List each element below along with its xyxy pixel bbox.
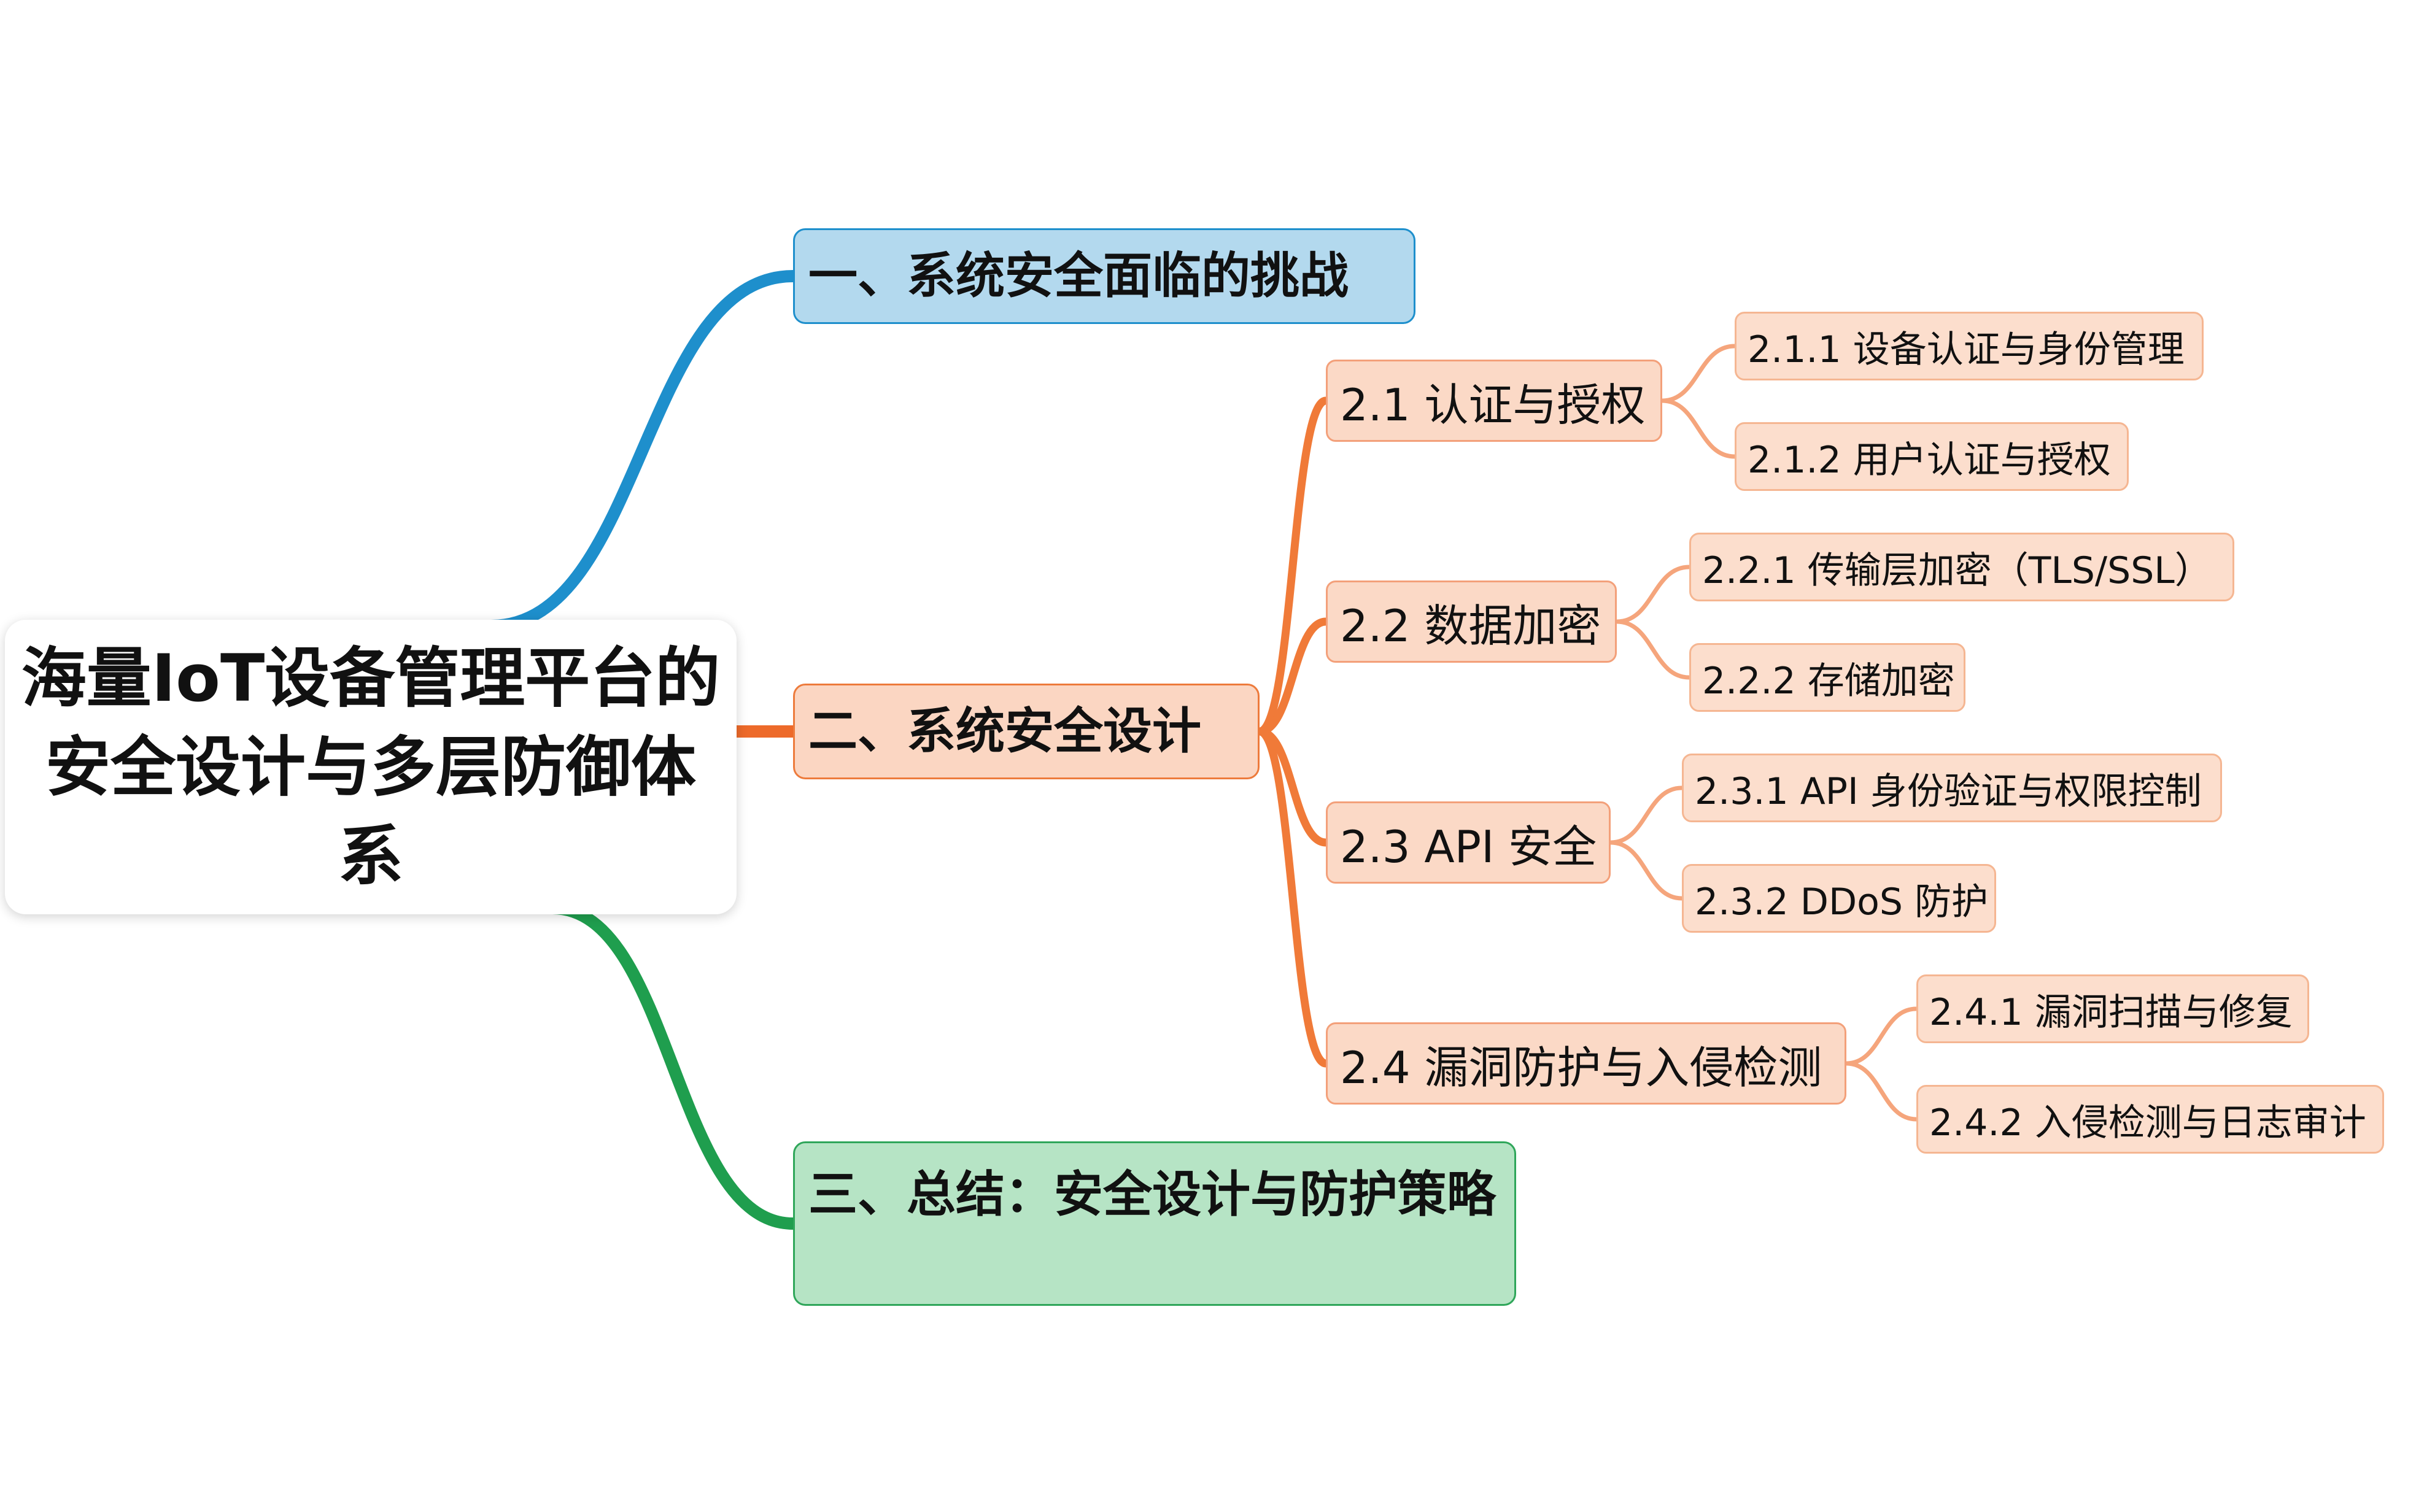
connector-api-leaf-1 xyxy=(1608,785,1684,845)
section-challenges-label: 一、系统安全面临的挑战 xyxy=(808,247,1349,304)
leaf-ddos[interactable]: 2.3.2 DDoS 防护 xyxy=(1682,864,1996,933)
section-summary[interactable]: 三、总结：安全设计与防护策略 xyxy=(793,1141,1516,1306)
topic-vuln-ids[interactable]: 2.4 漏洞防护与入侵检测 xyxy=(1326,1022,1846,1105)
connector-vuln-leaf-1 xyxy=(1844,1006,1919,1066)
topic-encryption-label: 2.2 数据加密 xyxy=(1340,600,1601,652)
leaf-user-auth[interactable]: 2.1.2 用户认证与授权 xyxy=(1735,422,2129,491)
connector-encryption-leaf-2 xyxy=(1614,619,1692,680)
topic-api-security-label: 2.3 API 安全 xyxy=(1340,820,1597,873)
section-design[interactable]: 二、系统安全设计 xyxy=(793,684,1260,779)
topic-auth-label: 2.1 认证与授权 xyxy=(1340,379,1646,431)
connector-auth-leaf-2 xyxy=(1660,398,1737,459)
connector-design-vuln xyxy=(1255,727,1330,1068)
leaf-ddos-label: 2.3.2 DDoS 防护 xyxy=(1695,880,1989,924)
connector-design-auth xyxy=(1255,396,1330,736)
leaf-ids-audit-label: 2.4.2 入侵检测与日志审计 xyxy=(1929,1101,2366,1144)
topic-api-security[interactable]: 2.3 API 安全 xyxy=(1326,801,1611,884)
leaf-vuln-scan[interactable]: 2.4.1 漏洞扫描与修复 xyxy=(1916,974,2309,1043)
section-challenges[interactable]: 一、系统安全面临的挑战 xyxy=(793,228,1415,324)
leaf-device-identity-label: 2.1.1 设备认证与身份管理 xyxy=(1748,328,2185,371)
topic-encryption[interactable]: 2.2 数据加密 xyxy=(1326,580,1617,663)
connector-encryption-leaf-1 xyxy=(1614,565,1692,624)
root-label: 海量IoT设备管理平台的安全设计与多层防御体系 xyxy=(21,640,721,894)
leaf-vuln-scan-label: 2.4.1 漏洞扫描与修复 xyxy=(1929,990,2293,1034)
leaf-tls-label: 2.2.1 传输层加密（TLS/SSL） xyxy=(1702,549,2212,592)
topic-vuln-ids-label: 2.4 漏洞防护与入侵检测 xyxy=(1340,1041,1822,1094)
leaf-user-auth-label: 2.1.2 用户认证与授权 xyxy=(1748,438,2111,482)
connector-auth-leaf-1 xyxy=(1660,344,1737,403)
leaf-ids-audit[interactable]: 2.4.2 入侵检测与日志审计 xyxy=(1916,1085,2384,1154)
connector-root-summary xyxy=(546,902,799,1230)
root-node[interactable]: 海量IoT设备管理平台的安全设计与多层防御体系 xyxy=(5,620,737,914)
connector-design-encryption xyxy=(1255,617,1330,736)
leaf-api-authz[interactable]: 2.3.1 API 身份验证与权限控制 xyxy=(1682,754,2222,822)
leaf-tls[interactable]: 2.2.1 传输层加密（TLS/SSL） xyxy=(1689,533,2234,601)
connector-api-leaf-2 xyxy=(1608,840,1684,901)
leaf-device-identity[interactable]: 2.1.1 设备认证与身份管理 xyxy=(1735,312,2204,380)
section-design-label: 二、系统安全设计 xyxy=(808,703,1201,760)
leaf-storage-encryption-label: 2.2.2 存储加密 xyxy=(1702,659,1955,703)
leaf-storage-encryption[interactable]: 2.2.2 存储加密 xyxy=(1689,643,1965,712)
leaf-api-authz-label: 2.3.1 API 身份验证与权限控制 xyxy=(1695,770,2202,813)
topic-auth[interactable]: 2.1 认证与授权 xyxy=(1326,360,1662,442)
connector-vuln-leaf-2 xyxy=(1844,1061,1919,1122)
connector-root-challenges xyxy=(485,270,799,632)
section-summary-label: 三、总结：安全设计与防护策略 xyxy=(808,1166,1496,1223)
